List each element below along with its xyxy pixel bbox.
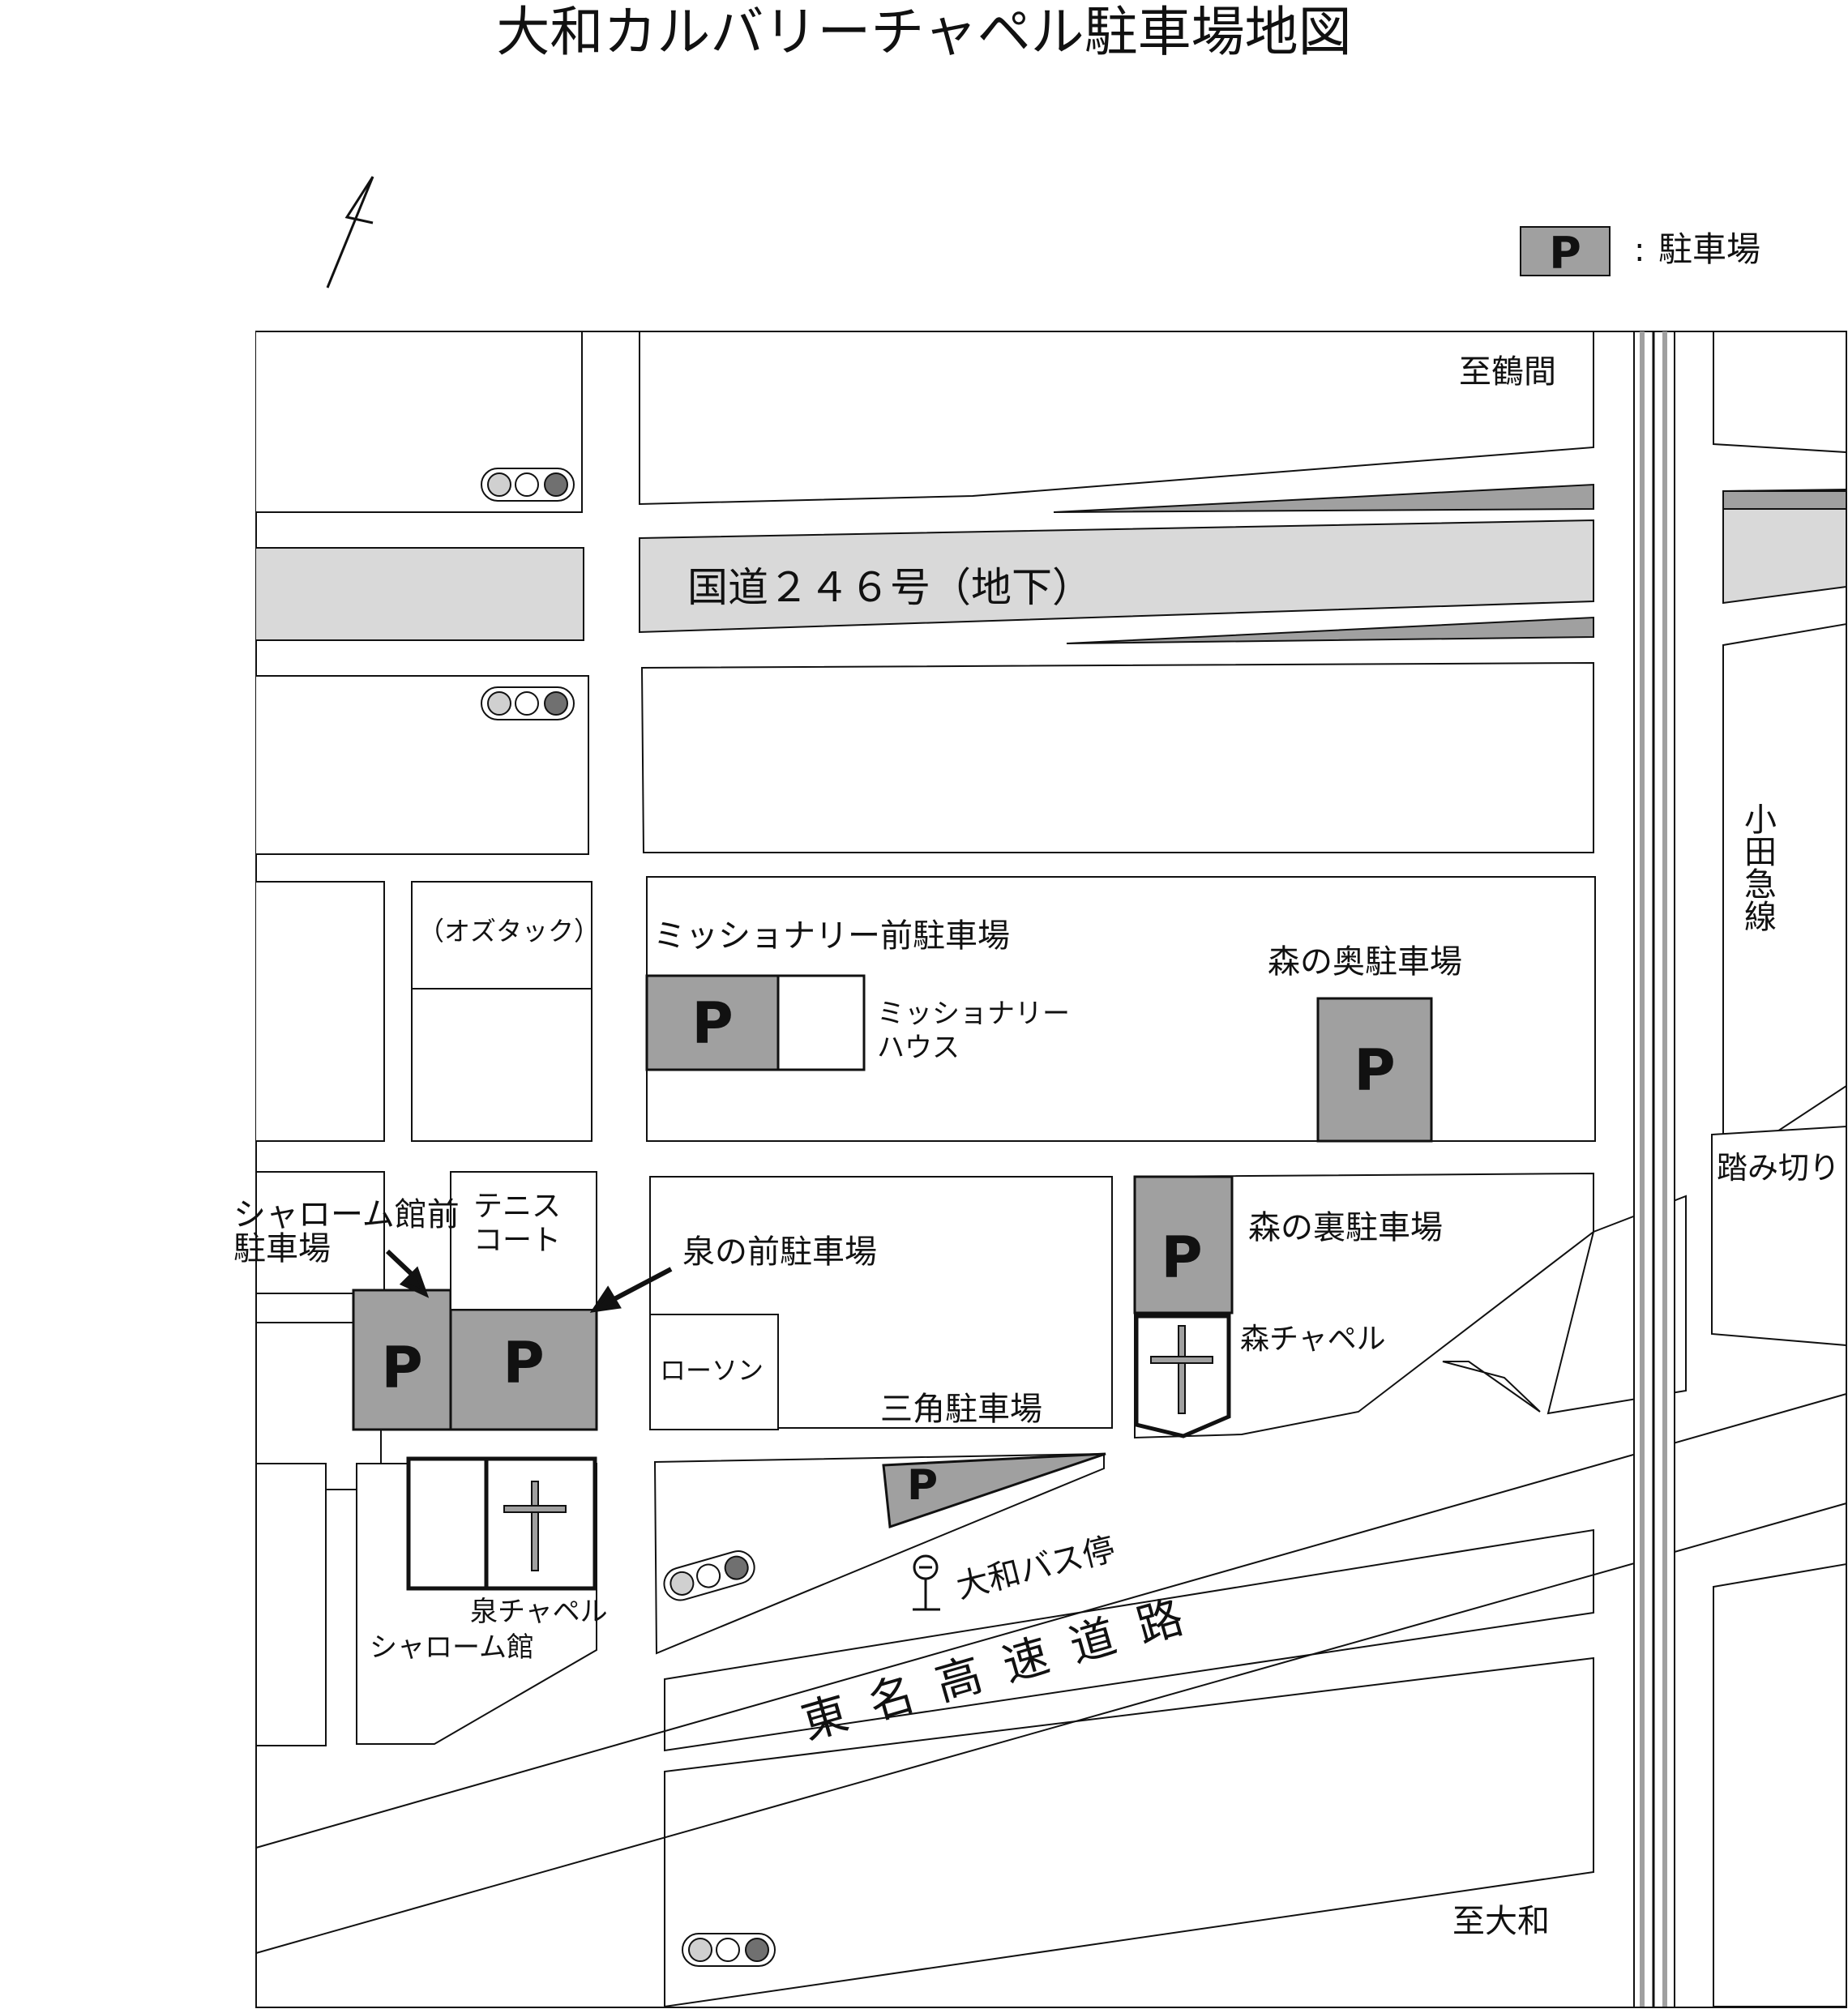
izumi-chapel — [406, 1456, 597, 1591]
legend-separator: : — [1634, 232, 1645, 269]
pointer-arrows — [385, 1249, 673, 1313]
parking-symbol: P — [1161, 1225, 1202, 1291]
missionary-house — [776, 974, 866, 1071]
label-sankaku: 三角駐車場 — [880, 1391, 1042, 1428]
label-izumi-chapel: 泉チャペル — [470, 1596, 608, 1628]
parking-mori-no-oku — [1316, 997, 1433, 1143]
label-missionary-house-1: ミッショナリー — [877, 998, 1070, 1030]
lawson-store — [649, 1314, 779, 1430]
label-mori-no-oku: 森の奥駐車場 — [1268, 943, 1462, 981]
parking-shalom-front — [352, 1289, 452, 1431]
tennis-court — [450, 1171, 597, 1310]
label-fumikiri: 踏み切り — [1717, 1150, 1840, 1186]
north-arrow-icon — [326, 176, 374, 289]
label-shalom-hall: シャローム館 — [370, 1631, 534, 1664]
label-tennis-1: テニス — [473, 1190, 561, 1223]
label-oztack: （オズタック） — [418, 916, 600, 947]
label-shalom-front-1: シャローム館前 — [233, 1196, 460, 1233]
label-missionary-parking: ミッショナリー前駐車場 — [653, 917, 1010, 955]
parking-symbol: P — [1354, 1037, 1395, 1104]
parking-sankaku — [882, 1452, 1106, 1529]
parking-symbol: P — [381, 1335, 422, 1401]
cross-icon — [503, 1481, 567, 1571]
parking-symbol: P — [691, 990, 733, 1057]
tomei-expressway — [255, 1393, 1847, 1954]
arrow-icon — [608, 1267, 673, 1304]
label-odakyu-line: 小田急線 — [1739, 802, 1776, 932]
parking-symbol: P — [907, 1461, 938, 1510]
legend: P : 駐車場 — [1520, 226, 1760, 279]
label-mori-chapel: 森チャペル — [1240, 1323, 1386, 1356]
map-title: 大和カルバリーチャペル駐車場地図 — [496, 1, 1351, 63]
traffic-signal-icon — [663, 1550, 755, 1601]
traffic-signals — [481, 468, 776, 1967]
bus-stop-icon — [913, 1554, 940, 1611]
parking-lots — [352, 974, 1433, 1529]
parking-symbols: P P P P P P — [381, 990, 1395, 1510]
label-shalom-front-2: 駐車場 — [233, 1230, 331, 1267]
label-to-yamato: 至大和 — [1452, 1903, 1550, 1940]
parking-symbol: P — [503, 1330, 544, 1396]
parking-missionary — [645, 974, 780, 1071]
traffic-signal-icon — [682, 1933, 776, 1967]
label-to-tsuruma: 至鶴間 — [1459, 353, 1556, 391]
legend-parking-swatch — [1520, 226, 1611, 276]
traffic-signal-icon — [481, 468, 575, 502]
label-izumi-front: 泉の前駐車場 — [682, 1233, 877, 1271]
cross-icon — [1150, 1325, 1213, 1414]
parking-izumi-front — [449, 1308, 598, 1431]
legend-label: 駐車場 — [1658, 229, 1760, 269]
parking-mori-no-ura — [1133, 1175, 1234, 1314]
mori-chapel — [1134, 1314, 1231, 1438]
label-missionary-house-2: ハウス — [877, 1032, 960, 1064]
label-lawson: ローソン — [660, 1355, 764, 1386]
label-mori-no-ura: 森の裏駐車場 — [1248, 1209, 1443, 1246]
label-route246: 国道２４６号（地下） — [687, 564, 1093, 611]
odakyu-rail — [1633, 331, 1675, 2008]
legend-parking-symbol: P — [1549, 228, 1581, 279]
traffic-signal-icon — [481, 686, 575, 720]
label-tennis-2: コート — [473, 1224, 561, 1257]
